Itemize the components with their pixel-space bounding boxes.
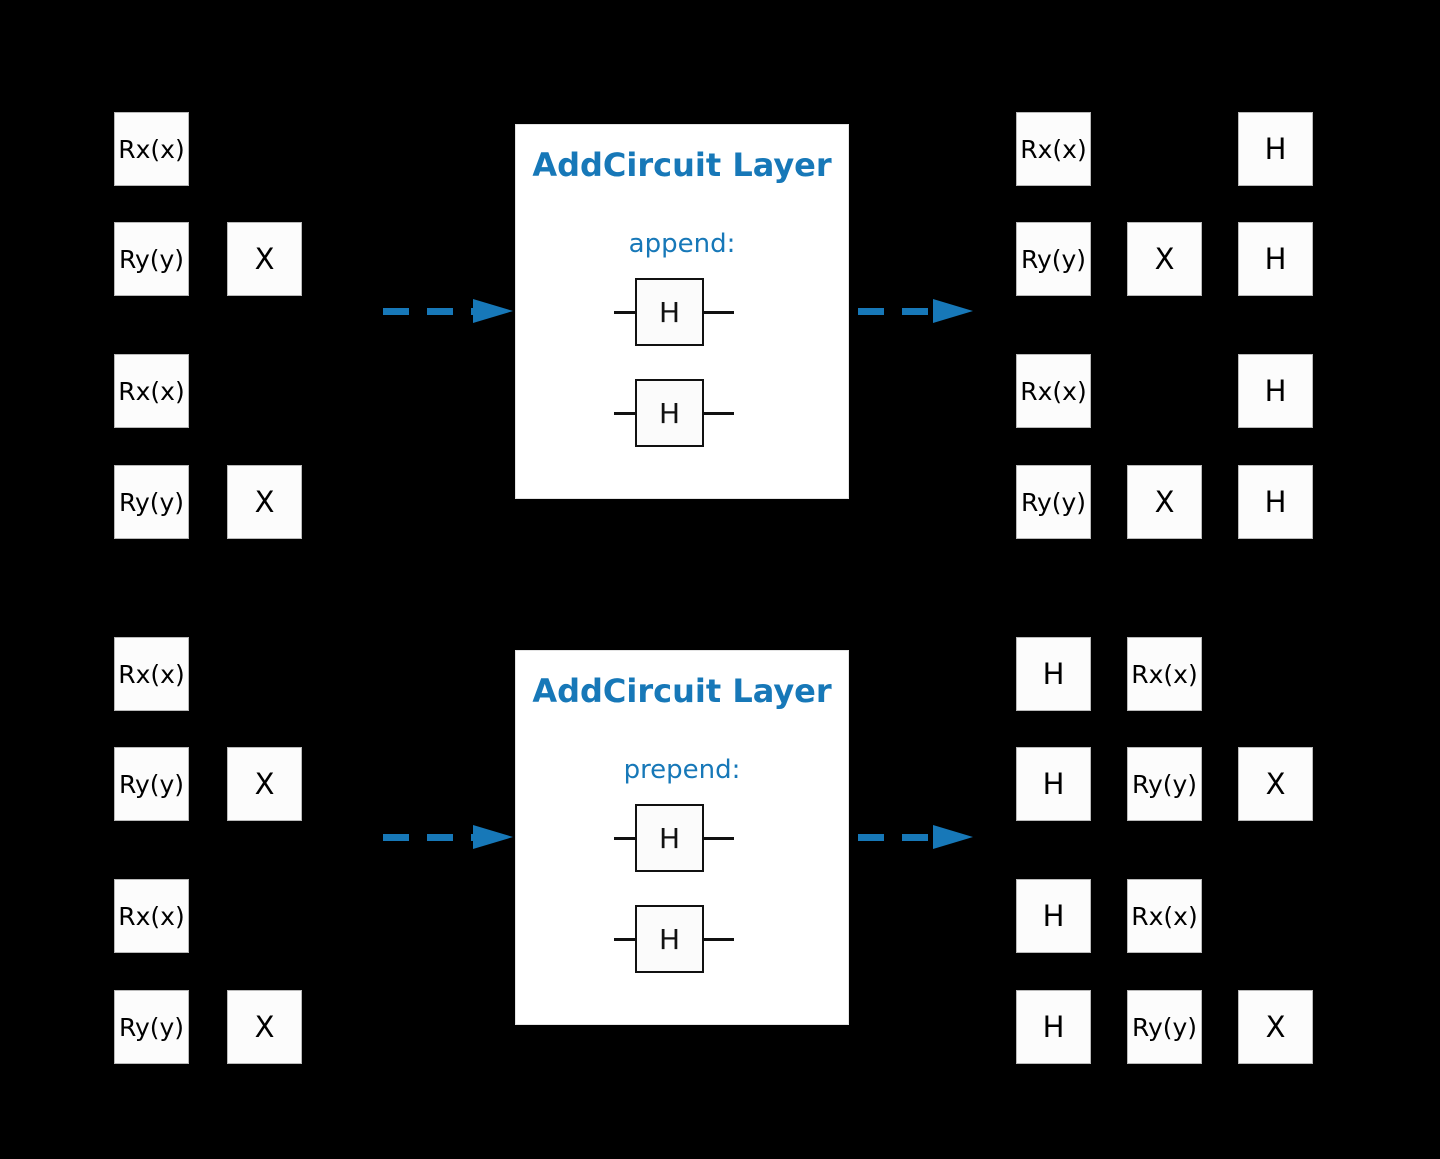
input-gate-w1-c0: Ry(y) — [114, 222, 189, 296]
output-gate-w1-c2-append: H — [1238, 222, 1313, 296]
output-gate-w3-c0-prepend: H — [1016, 990, 1091, 1064]
output-gate-w3-c2-append: H — [1238, 465, 1313, 539]
inserted-gate-row-0-append: H — [614, 278, 734, 346]
output-gate-w0-c0-prepend: H — [1016, 637, 1091, 711]
inserted-gate-row-1-prepend: H — [614, 905, 734, 973]
output-gate-w1-c2-prepend: X — [1238, 747, 1313, 821]
output-gate-w2-c0-append: Rx(x) — [1016, 354, 1091, 428]
arrow-into-layer-prepend — [383, 825, 513, 849]
output-gate-w0-c1-prepend: Rx(x) — [1127, 637, 1202, 711]
input-gate-w3-c0: Ry(y) — [114, 465, 189, 539]
output-gate-w3-c1-append: X — [1127, 465, 1202, 539]
output-gate-w1-c0-prepend: H — [1016, 747, 1091, 821]
panel-mode-label-prepend: prepend: — [623, 755, 741, 785]
output-gate-w1-c0-append: Ry(y) — [1016, 222, 1091, 296]
output-gate-w2-c2-append: H — [1238, 354, 1313, 428]
output-gate-w1-c1-prepend: Ry(y) — [1127, 747, 1202, 821]
output-gate-w1-c1-append: X — [1127, 222, 1202, 296]
output-gate-w0-c0-append: Rx(x) — [1016, 112, 1091, 186]
arrow-into-layer-append — [383, 299, 513, 323]
panel-title-append: AddCircuit Layer — [532, 146, 832, 184]
arrow-out-of-layer-prepend — [858, 825, 973, 849]
input-gate-w1-c1: X — [227, 222, 302, 296]
output-gate-w2-c0-prepend: H — [1016, 879, 1091, 953]
inserted-gate-row-1-append: H — [614, 379, 734, 447]
inserted-gate-1-prepend: H — [635, 905, 704, 973]
input-gate-w2-c0: Rx(x) — [114, 354, 189, 428]
output-gate-w3-c1-prepend: Ry(y) — [1127, 990, 1202, 1064]
inserted-gate-1-append: H — [635, 379, 704, 447]
addcircuit-layer-panel-prepend: AddCircuit Layer prepend: H H — [515, 650, 849, 1025]
input-gate-w3-c1: X — [227, 465, 302, 539]
input-gate-w3-c0-prepend: Ry(y) — [114, 990, 189, 1064]
output-gate-w2-c1-prepend: Rx(x) — [1127, 879, 1202, 953]
output-gate-w3-c2-prepend: X — [1238, 990, 1313, 1064]
addcircuit-layer-panel-append: AddCircuit Layer append: H H — [515, 124, 849, 499]
input-gate-w1-c1-prepend: X — [227, 747, 302, 821]
panel-title-prepend: AddCircuit Layer — [532, 672, 832, 710]
panel-mode-label-append: append: — [628, 229, 736, 259]
output-gate-w3-c0-append: Ry(y) — [1016, 465, 1091, 539]
inserted-gate-0-prepend: H — [635, 804, 704, 872]
input-gate-w2-c0-prepend: Rx(x) — [114, 879, 189, 953]
arrow-out-of-layer-append — [858, 299, 973, 323]
output-gate-w0-c2-append: H — [1238, 112, 1313, 186]
input-gate-w1-c0-prepend: Ry(y) — [114, 747, 189, 821]
input-gate-w3-c1-prepend: X — [227, 990, 302, 1064]
input-gate-w0-c0-prepend: Rx(x) — [114, 637, 189, 711]
inserted-gate-0-append: H — [635, 278, 704, 346]
inserted-gate-row-0-prepend: H — [614, 804, 734, 872]
input-gate-w0-c0: Rx(x) — [114, 112, 189, 186]
